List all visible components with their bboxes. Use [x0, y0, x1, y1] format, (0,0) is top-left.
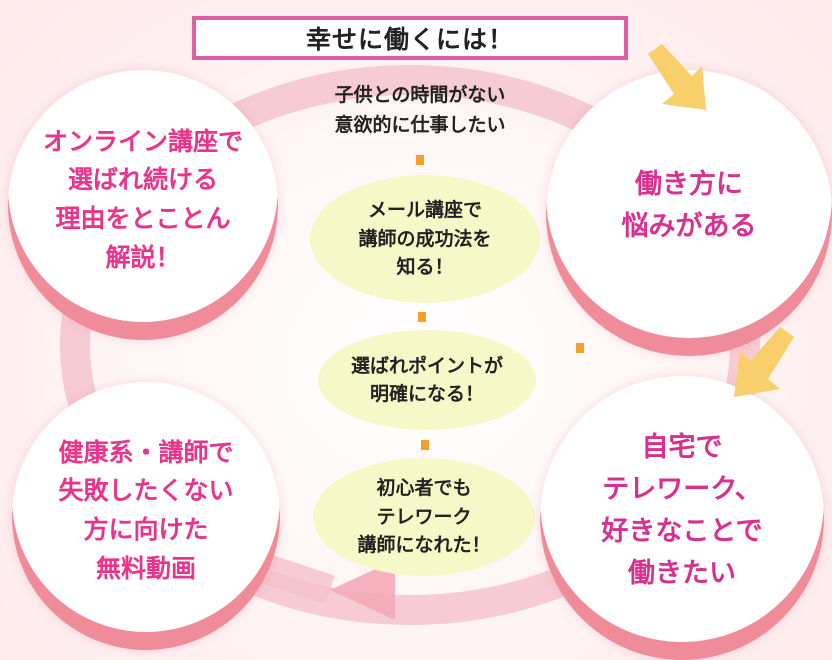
connector-dot [576, 343, 584, 353]
step-oval-3: 初心者でも テレワーク 講師になれた！ [313, 458, 535, 576]
step-3-line-2: テレワーク [376, 505, 472, 528]
arrow-down-right-icon [648, 44, 706, 110]
circle-top-left-line-1: オンライン講座で [42, 126, 243, 156]
circle-top-right-line-2: 悩みがある [621, 211, 757, 242]
step-oval-2: 選ばれポイントが 明確になる！ [318, 330, 536, 430]
circle-bottom-left-line-1: 健康系・講師で [58, 437, 234, 467]
circle-top-right: 働き方に 悩みがある [546, 70, 832, 356]
step-2-line-1: 選ばれポイントが [350, 354, 503, 377]
connector-dot [416, 155, 424, 165]
circle-bottom-left: 健康系・講師で 失敗したくない 方に向けた 無料動画 [12, 382, 280, 650]
arrow-down-left-icon [734, 327, 794, 397]
circle-top-left-line-4: 解説！ [105, 242, 181, 272]
circle-top-left-line-2: 選ばれ続ける [67, 165, 218, 195]
step-1-line-3: 知る！ [396, 256, 454, 279]
page-title: 幸せに働くには！ [192, 16, 628, 60]
circle-top-left: オンライン講座で 選ばれ続ける 理由をとことん 解説！ [8, 70, 278, 340]
circle-bottom-left-line-3: 方に向けた [83, 515, 209, 544]
circle-bottom-right: 自宅で テレワーク、 好きなことで 働きたい [540, 376, 824, 660]
circle-bottom-right-line-2: テレワーク、 [602, 474, 762, 506]
circle-bottom-right-line-4: 働きたい [627, 557, 736, 589]
circle-bottom-right-line-1: 自宅で [641, 432, 723, 464]
circle-bottom-left-line-4: 無料動画 [95, 553, 196, 583]
connector-dot [418, 312, 426, 322]
step-1-line-1: メール講座で [367, 199, 482, 222]
circle-top-left-line-3: 理由をとことん [55, 204, 231, 233]
top-lines: 子供との時間がない 意欲的に仕事したい [270, 80, 570, 141]
circle-top-right-line-1: 働き方に [635, 169, 743, 201]
cycle-arrowhead [330, 560, 395, 620]
circle-bottom-left-line-2: 失敗したくない [58, 476, 234, 506]
step-1-line-2: 講師の成功法を [358, 227, 492, 250]
step-2-line-2: 明確になる！ [369, 383, 484, 405]
circle-bottom-right-line-3: 好きなことで [601, 516, 763, 547]
top-line-2: 意欲的に仕事したい [334, 114, 506, 137]
connector-dot [421, 440, 429, 450]
step-oval-1: メール講座で 講師の成功法を 知る！ [310, 175, 540, 303]
top-line-1: 子供との時間がない [334, 84, 506, 106]
step-3-line-3: 講師になれた！ [357, 534, 491, 557]
step-3-line-1: 初心者でも [376, 477, 472, 500]
